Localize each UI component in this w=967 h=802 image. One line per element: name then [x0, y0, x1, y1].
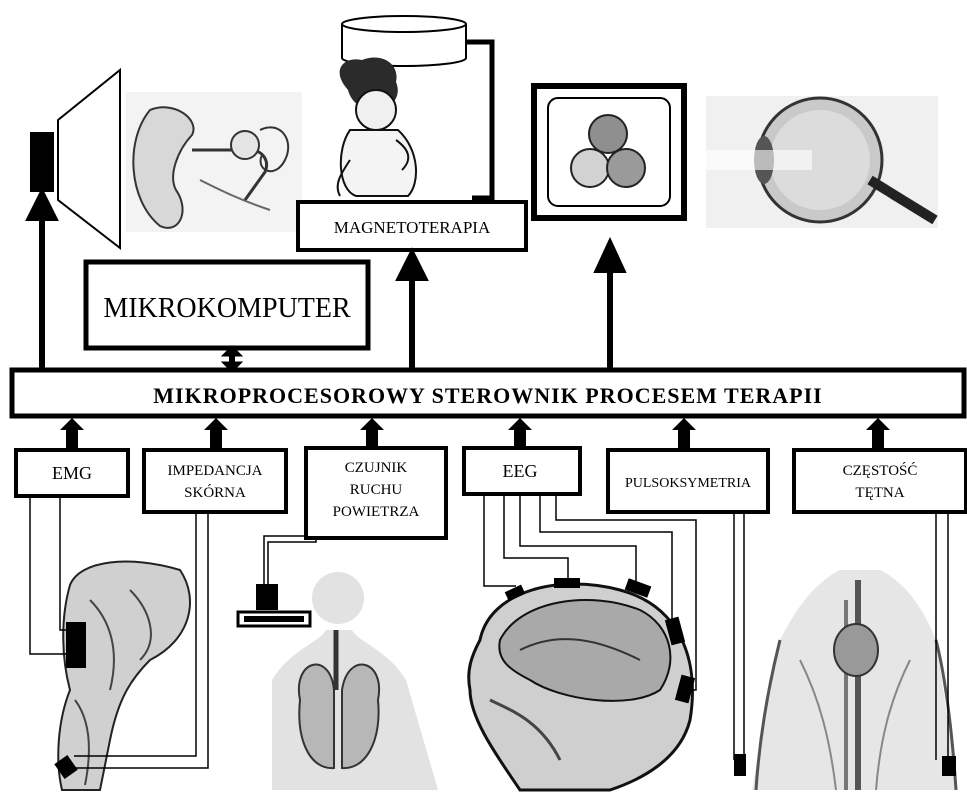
lungs-illustration [238, 572, 438, 790]
magnet-connector-line [466, 42, 492, 198]
sensor-heartrate-label-1: CZĘSTOŚĆ [843, 462, 918, 479]
bus-label: MIKROPROCESOROWY STEROWNIK PROCESEM TERA… [153, 383, 822, 408]
magnet-cylinder-icon [342, 16, 466, 66]
sensor-airflow-label-3: POWIETRZA [333, 504, 420, 520]
eye-anatomy-illustration [706, 96, 938, 228]
ear-anatomy-illustration [126, 92, 302, 232]
sensor-airflow-label-2: RUCHU [350, 482, 403, 498]
child-illustration [338, 57, 416, 196]
sensor-impedance-box: IMPEDANCJA SKÓRNA [144, 450, 286, 512]
magnetotherapy-box: MAGNETOTERAPIA [298, 202, 526, 250]
sensor-airflow-label-1: CZUJNIK [345, 460, 408, 476]
microcomputer-label: MIKROKOMPUTER [103, 293, 351, 324]
sensor-heartrate-label-2: TĘTNA [855, 485, 904, 501]
sensor-airflow-box: CZUJNIK RUCHU POWIETRZA [306, 448, 446, 538]
therapy-controller-bus: MIKROPROCESOROWY STEROWNIK PROCESEM TERA… [12, 370, 964, 416]
display-circle-top [589, 115, 627, 153]
display-circle-left [571, 149, 609, 187]
circulatory-system-illustration [734, 570, 958, 790]
sensor-heartrate-box: CZĘSTOŚĆ TĘTNA [794, 450, 966, 512]
display-circle-right [607, 149, 645, 187]
sensor-pulseox-box: PULSOKSYMETRIA [608, 450, 768, 512]
visual-display [534, 86, 684, 218]
sensor-impedance-label-2: SKÓRNA [184, 484, 246, 501]
sensor-pulseox-label: PULSOKSYMETRIA [625, 476, 752, 491]
sensor-emg-label: EMG [52, 463, 92, 483]
sensor-eeg-label: EEG [503, 461, 538, 481]
magnetotherapy-label: MAGNETOTERAPIA [334, 218, 491, 237]
microcomputer-box: MIKROKOMPUTER [86, 262, 368, 348]
sensor-eeg-box: EEG [464, 448, 580, 494]
input-arrows [60, 418, 890, 448]
sensor-emg-box: EMG [16, 450, 128, 496]
head-brain-illustration [469, 578, 695, 790]
sensor-impedance-label-1: IMPEDANCJA [167, 463, 262, 479]
